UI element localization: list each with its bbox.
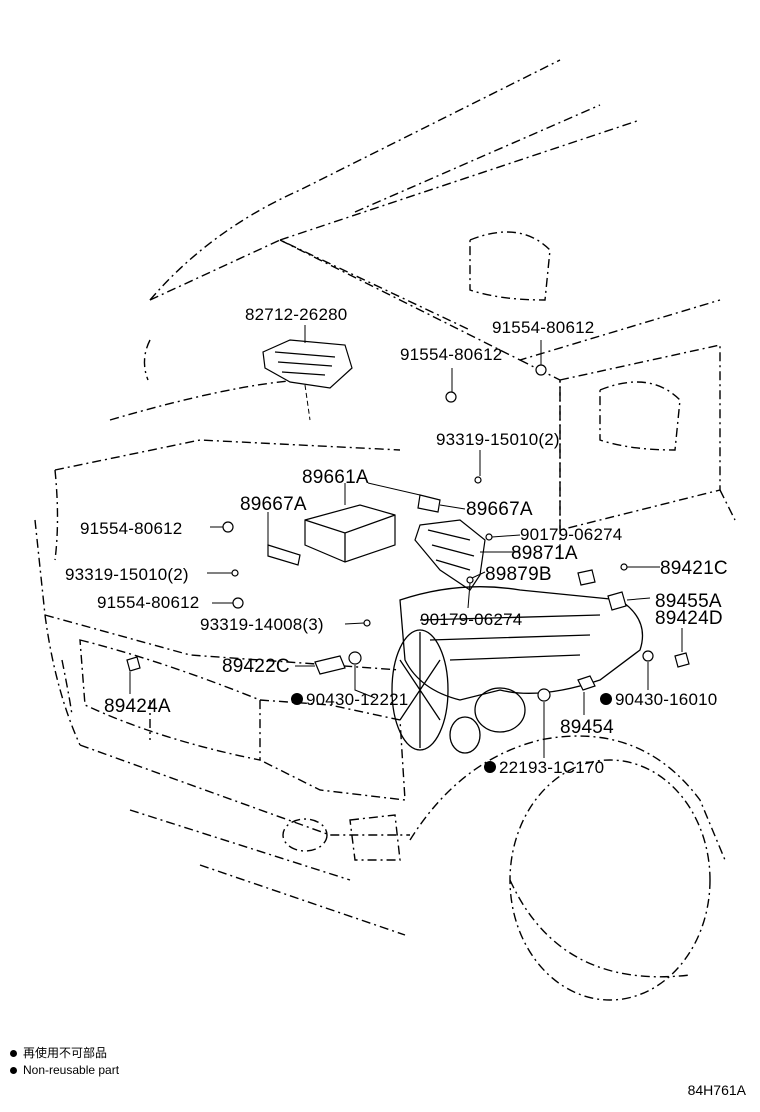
figure-code: 84H761A bbox=[687, 1082, 746, 1098]
non-reusable-mark bbox=[291, 693, 303, 705]
bullet-icon bbox=[10, 1050, 17, 1057]
label-91554-80612-top: 91554-80612 bbox=[492, 318, 594, 337]
label-91554-80612-left: 91554-80612 bbox=[80, 519, 182, 538]
label-89879b: 89879B bbox=[485, 564, 552, 585]
label-93319-14008: 93319-14008(3) bbox=[200, 615, 324, 634]
part-labels: 82712-26280 91554-80612 91554-80612 9331… bbox=[65, 305, 728, 777]
label-89667a-left: 89667A bbox=[240, 494, 307, 515]
ecu-cover bbox=[414, 519, 486, 591]
label-91554-80612-lower: 91554-80612 bbox=[97, 593, 199, 612]
label-91554-80612-mid: 91554-80612 bbox=[400, 345, 502, 364]
label-89455a: 89455A bbox=[655, 591, 722, 612]
ecu-bracket-right bbox=[417, 494, 441, 513]
legend-japanese: 再使用不可部品 bbox=[23, 1046, 108, 1060]
label-90179-06274-upper: 90179-06274 bbox=[520, 525, 622, 544]
label-89424d: 89424D bbox=[655, 608, 723, 629]
leader-lines bbox=[129, 325, 683, 758]
label-89454: 89454 bbox=[560, 717, 614, 738]
label-82712-26280: 82712-26280 bbox=[245, 305, 347, 324]
sensor-89424a bbox=[126, 656, 141, 672]
engine-block bbox=[399, 586, 644, 701]
label-93319-15010-left: 93319-15010(2) bbox=[65, 565, 189, 584]
legend-row-english: Non-reusable part bbox=[10, 1062, 119, 1079]
sensor-89424d bbox=[674, 652, 690, 668]
radiator-fan bbox=[391, 629, 449, 751]
legend: 再使用不可部品 Non-reusable part bbox=[10, 1045, 119, 1079]
sensor-89455a bbox=[607, 591, 627, 611]
engine-ecu bbox=[304, 504, 396, 563]
sensor-89421c bbox=[577, 569, 596, 586]
label-90430-16010: 90430-16010 bbox=[615, 690, 717, 709]
label-89667a-right: 89667A bbox=[466, 499, 533, 520]
label-89421c: 89421C bbox=[660, 558, 728, 579]
label-93319-15010-upper: 93319-15010(2) bbox=[436, 430, 560, 449]
non-reusable-mark bbox=[600, 693, 612, 705]
label-89424a: 89424A bbox=[104, 696, 171, 717]
sensor-89454 bbox=[577, 675, 596, 691]
non-reusable-mark bbox=[484, 761, 496, 773]
label-89871a: 89871A bbox=[511, 543, 578, 564]
bullet-icon bbox=[10, 1067, 17, 1074]
ecu-bracket-left bbox=[267, 544, 301, 566]
label-89422c: 89422C bbox=[222, 656, 290, 677]
sensor-89422c bbox=[314, 655, 346, 675]
label-89661a: 89661A bbox=[302, 467, 369, 488]
legend-row-japanese: 再使用不可部品 bbox=[10, 1045, 119, 1062]
label-22193-1c170: 22193-1C170 bbox=[499, 758, 604, 777]
legend-english: Non-reusable part bbox=[23, 1063, 120, 1077]
label-90179-06274-lower: 90179-06274 bbox=[420, 610, 522, 629]
component-sketches bbox=[126, 339, 690, 754]
label-90430-12221: 90430-12221 bbox=[306, 690, 408, 709]
